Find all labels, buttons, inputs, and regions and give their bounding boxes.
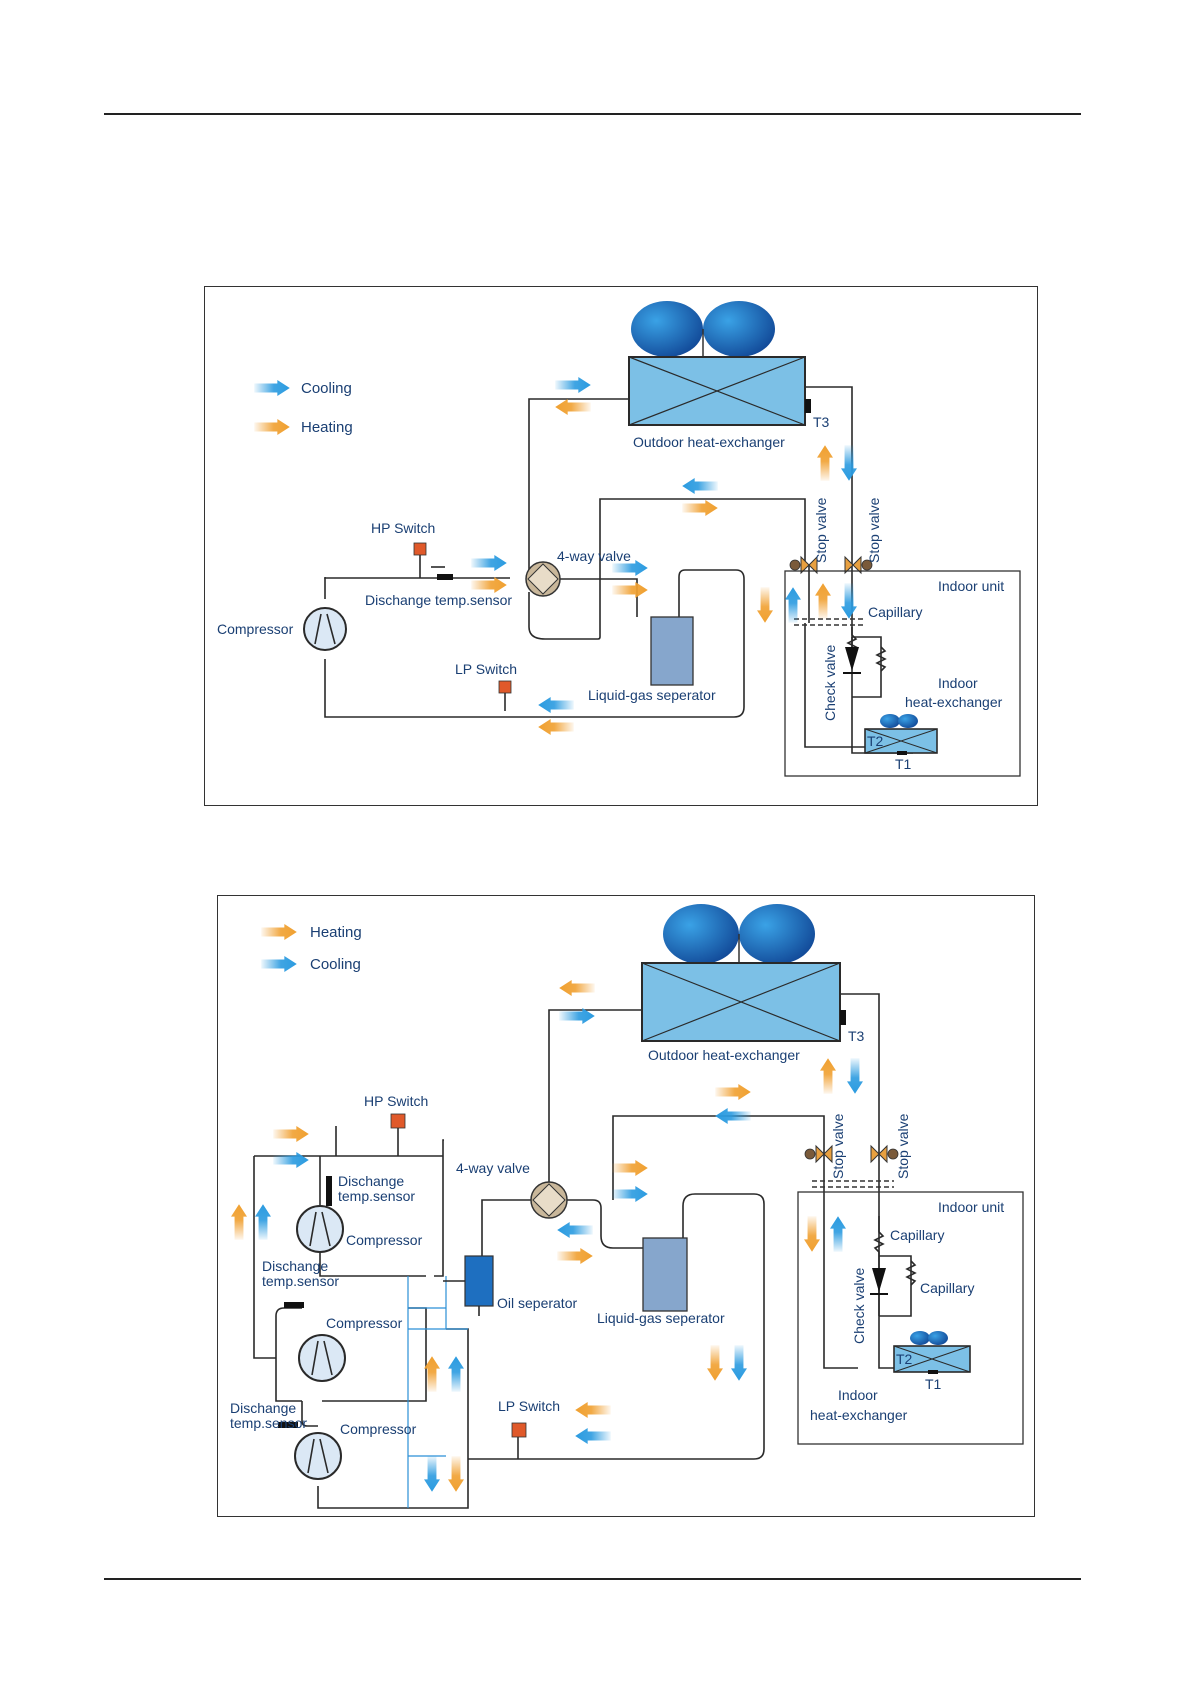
- compressor-1-label: Compressor: [346, 1232, 423, 1248]
- refrigerant-piping: [253, 993, 918, 1509]
- discharge-sensor-3-label-line1: Dischange: [230, 1400, 296, 1416]
- legend-cooling-arrow-icon: [261, 956, 297, 972]
- liquid-gas-separator-label: Liquid-gas seperator: [597, 1310, 725, 1326]
- t1-sensor-label: T1: [925, 1376, 942, 1392]
- four-way-valve-icon: [530, 1181, 568, 1219]
- compressor-icon: [303, 607, 347, 651]
- diagram-single-compressor: Cooling Heating: [204, 286, 1038, 806]
- legend-heating-arrow-icon: [261, 924, 297, 940]
- footer-rule: [104, 1578, 1081, 1580]
- stop-valve-icon: [844, 555, 873, 575]
- indoor-unit-box: [784, 570, 1021, 777]
- header-rule: [104, 113, 1081, 115]
- hp-switch-label: HP Switch: [371, 520, 435, 536]
- discharge-sensor-2-icon: [284, 1302, 304, 1308]
- outdoor-heat-exchanger: [628, 356, 811, 426]
- check-valve-label: Check valve: [851, 1268, 867, 1344]
- lp-switch-label: LP Switch: [455, 661, 517, 677]
- hp-switch-label: HP Switch: [364, 1093, 428, 1109]
- check-valve-label: Check valve: [822, 645, 838, 721]
- t2-sensor-label: T2: [867, 733, 884, 749]
- legend-cooling-arrow-icon: [254, 380, 290, 396]
- compressor-3-label: Compressor: [340, 1421, 417, 1437]
- stop-valve-icon: [789, 555, 818, 575]
- refrigerant-piping: [324, 386, 913, 754]
- stop-valve-2-label: Stop valve: [866, 497, 882, 563]
- lp-switch-icon: [511, 1422, 527, 1438]
- discharge-sensor-icon: [437, 574, 453, 580]
- t1-sensor-label: T1: [895, 756, 912, 772]
- four-way-valve-label: 4-way valve: [557, 548, 631, 564]
- legend-heating-label: Heating: [301, 419, 353, 436]
- legend-heating-arrow-icon: [254, 419, 290, 435]
- compressor-3-icon: [294, 1432, 342, 1480]
- lp-switch-icon: [498, 680, 512, 694]
- indoor-hx-label-line1: Indoor: [838, 1387, 878, 1403]
- t2-sensor-label: T2: [896, 1351, 913, 1367]
- indoor-heat-exchanger: [893, 1345, 971, 1374]
- indoor-unit-box: [797, 1191, 1024, 1445]
- discharge-sensor-label: Dischange temp.sensor: [365, 592, 512, 608]
- discharge-sensor-3-label-line2: temp.sensor: [230, 1415, 307, 1431]
- indoor-unit-label: Indoor unit: [938, 1199, 1004, 1215]
- discharge-sensor-3-icon: [278, 1422, 298, 1428]
- four-way-valve-label: 4-way valve: [456, 1160, 530, 1176]
- legend-cooling-label: Cooling: [310, 956, 361, 973]
- indoor-fan-icon: [880, 714, 918, 728]
- compressor-2-icon: [298, 1334, 346, 1382]
- discharge-sensor-1-label-line1: Dischange: [338, 1173, 404, 1189]
- indoor-hx-label-line1: Indoor: [938, 675, 978, 691]
- t3-sensor-label: T3: [848, 1028, 865, 1044]
- outdoor-heat-exchanger: [641, 962, 846, 1042]
- outdoor-fan-icon: [663, 904, 815, 964]
- legend-heating-label: Heating: [310, 924, 362, 941]
- check-valve-icon: [843, 647, 861, 674]
- stop-valve-1-label: Stop valve: [813, 497, 829, 563]
- liquid-gas-separator-label: Liquid-gas seperator: [588, 687, 716, 703]
- liquid-gas-separator: [642, 1237, 688, 1312]
- discharge-sensor-1-label-line2: temp.sensor: [338, 1188, 415, 1204]
- lp-switch-label: LP Switch: [498, 1398, 560, 1414]
- hp-switch-icon: [390, 1113, 406, 1129]
- indoor-hx-label-line2: heat-exchanger: [905, 694, 1003, 710]
- indoor-heat-exchanger: [864, 728, 938, 755]
- stop-valve-icon: [870, 1144, 899, 1164]
- legend-cooling-label: Cooling: [301, 380, 352, 397]
- hp-switch-icon: [413, 542, 427, 556]
- four-way-valve-icon: [525, 561, 561, 597]
- outdoor-hx-label: Outdoor heat-exchanger: [648, 1047, 800, 1063]
- capillary-2-label: Capillary: [920, 1280, 974, 1296]
- stop-valve-2-label: Stop valve: [895, 1113, 911, 1179]
- oil-separator: [464, 1255, 494, 1307]
- compressor-2-label: Compressor: [326, 1315, 403, 1331]
- capillary-label: Capillary: [868, 604, 922, 620]
- discharge-sensor-1-icon: [326, 1176, 332, 1206]
- capillary-1-label: Capillary: [890, 1227, 944, 1243]
- stop-valve-1-label: Stop valve: [830, 1113, 846, 1179]
- diagram-multi-compressor: Heating Cooling: [217, 895, 1035, 1517]
- discharge-sensor-2-label-line2: temp.sensor: [262, 1273, 339, 1289]
- liquid-gas-separator: [650, 616, 694, 686]
- discharge-sensor-2-label-line1: Dischange: [262, 1258, 328, 1274]
- t3-sensor-label: T3: [813, 414, 830, 430]
- outdoor-hx-label: Outdoor heat-exchanger: [633, 434, 785, 450]
- stop-valve-icon: [804, 1144, 833, 1164]
- compressor-label: Compressor: [217, 621, 294, 637]
- compressor-1-icon: [296, 1205, 344, 1253]
- indoor-unit-label: Indoor unit: [938, 578, 1004, 594]
- indoor-fan-icon: [910, 1331, 948, 1345]
- indoor-hx-label-line2: heat-exchanger: [810, 1407, 908, 1423]
- check-valve-icon: [870, 1268, 888, 1295]
- outdoor-fan-icon: [631, 301, 775, 357]
- oil-separator-label: Oil seperator: [497, 1295, 577, 1311]
